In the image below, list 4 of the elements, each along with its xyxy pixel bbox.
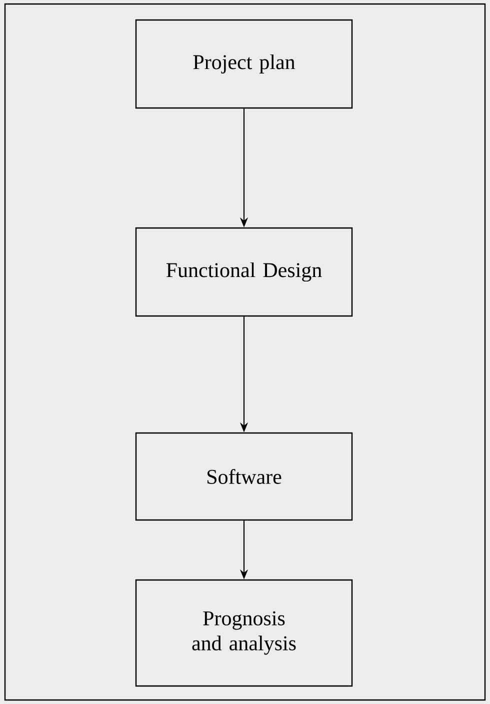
process-box: Software — [135, 432, 353, 521]
process-box: Functional Design — [135, 227, 353, 317]
process-box: Prognosis and analysis — [135, 579, 353, 687]
process-box: Project plan — [135, 19, 353, 109]
